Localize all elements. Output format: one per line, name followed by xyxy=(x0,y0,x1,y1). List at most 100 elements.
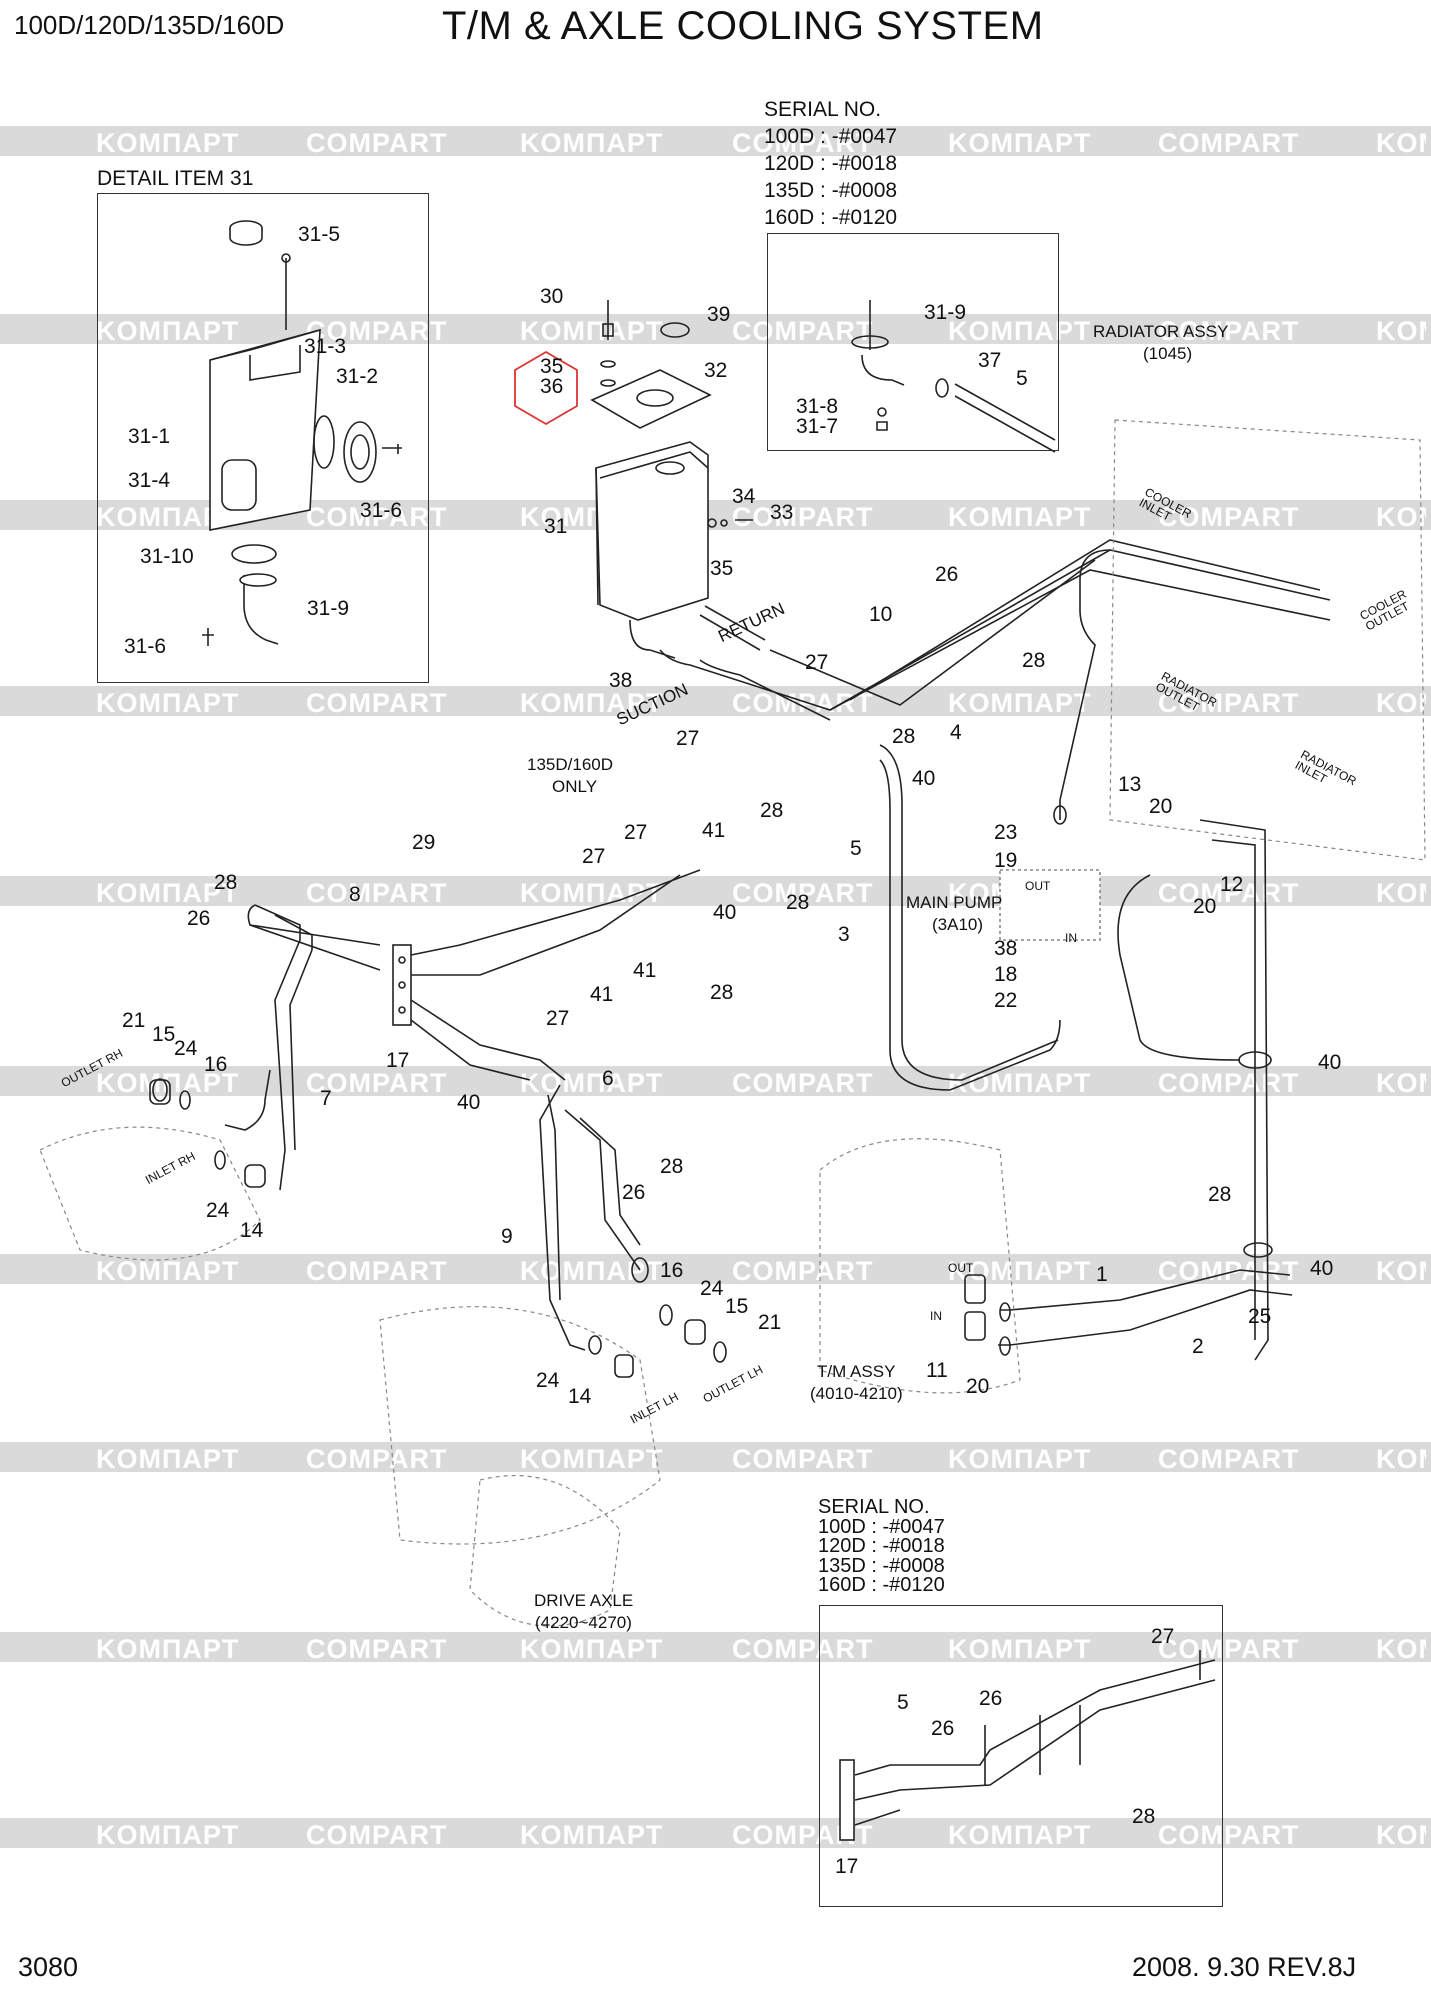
callout: 40 xyxy=(457,1091,481,1114)
watermark-text: COMPART xyxy=(732,1444,874,1474)
watermark-text: KOMПAPT xyxy=(96,1820,240,1850)
callout: 28 xyxy=(892,725,916,748)
callout: 40 xyxy=(1318,1051,1342,1074)
tm-out-label: OUT xyxy=(948,1261,974,1275)
callout: 8 xyxy=(349,883,361,906)
watermark-text: KOMПAPT xyxy=(948,688,1092,718)
watermark-text: KOMПAPT xyxy=(948,1256,1092,1286)
watermark-text: COMPART xyxy=(1158,1256,1300,1286)
watermark-text: KOMПAPT xyxy=(1376,1070,1426,1097)
watermark-text: COMPART xyxy=(1158,1068,1300,1098)
callout: 24 xyxy=(700,1277,724,1300)
tm-in-label: IN xyxy=(930,1309,942,1323)
watermark-text: COMPART xyxy=(732,1634,874,1664)
callout: 41 xyxy=(633,959,657,982)
model-list: 100D/120D/135D/160D xyxy=(14,10,285,40)
watermark-text: COMPART xyxy=(306,316,448,346)
callout: 27 xyxy=(676,727,700,750)
callout: 27 xyxy=(546,1007,570,1030)
gasket-31-3 xyxy=(313,415,335,469)
oring-31-10 xyxy=(231,544,277,564)
callout-31-6b: 31-6 xyxy=(124,635,167,658)
callout: 21 xyxy=(758,1311,782,1334)
callout: 9 xyxy=(501,1225,513,1248)
pump-in-label: IN xyxy=(1065,931,1077,945)
watermark-text: COMPART xyxy=(732,128,874,158)
callout-31-5: 31-5 xyxy=(298,223,341,246)
watermark-text: KOMПAPT xyxy=(96,1444,240,1474)
callout: 14 xyxy=(568,1385,592,1408)
callout: 21 xyxy=(122,1009,146,1032)
callout: 16 xyxy=(660,1259,684,1282)
callout: 19 xyxy=(994,849,1018,872)
cap-39 xyxy=(660,322,690,338)
watermark-band xyxy=(0,126,1431,156)
watermark-text: COMPART xyxy=(306,1634,448,1664)
plate-32 xyxy=(590,369,712,429)
serial-top-line: 100D : -#0047 xyxy=(764,125,898,148)
callout: 27 xyxy=(805,651,829,674)
watermark-band xyxy=(0,1254,1431,1284)
watermark-band xyxy=(0,1442,1431,1472)
watermark-text: KOMПAPT xyxy=(948,1634,1092,1664)
watermark-text: COMPART xyxy=(732,688,874,718)
callout-31-4: 31-4 xyxy=(128,469,171,492)
page-number: 3080 xyxy=(18,1952,79,1982)
callout: 35 xyxy=(540,355,564,378)
watermark-text: KOMПAPT xyxy=(1376,1446,1426,1473)
callout: 17 xyxy=(386,1049,410,1072)
callout: 17 xyxy=(835,1855,859,1878)
watermark-text: COMPART xyxy=(1158,1634,1300,1664)
callout: 34 xyxy=(732,485,756,508)
watermark-band xyxy=(0,876,1431,906)
watermark-text: COMPART xyxy=(306,878,448,908)
watermark-text: COMPART xyxy=(306,1068,448,1098)
watermark-text: COMPART xyxy=(306,1256,448,1286)
callout: 28 xyxy=(710,981,734,1004)
watermark-text: COMPART xyxy=(732,316,874,346)
watermark-text: COMPART xyxy=(1158,1444,1300,1474)
watermark-text: COMPART xyxy=(1158,878,1300,908)
radiator-assy-label: RADIATOR ASSY xyxy=(1093,322,1229,341)
watermark-text: KOMПAPT xyxy=(1376,690,1426,717)
callout: 10 xyxy=(869,603,893,626)
callout: 27 xyxy=(582,845,606,868)
watermark-text: KOMПAPT xyxy=(1376,130,1426,157)
elbow-31-9 xyxy=(861,300,905,386)
detail-31-box xyxy=(97,193,429,683)
watermark-text: KOMПAPT xyxy=(948,1820,1092,1850)
serial-top-line: 120D : -#0018 xyxy=(764,152,898,175)
watermark-text: KOMПAPT xyxy=(948,502,1092,532)
watermark-text: COMPART xyxy=(1158,502,1300,532)
tm-assy-code: (4010-4210) xyxy=(810,1384,903,1403)
revision-date: 2008. 9.30 REV.8J xyxy=(1132,1952,1357,1982)
callout: 4 xyxy=(950,721,962,744)
watermark-text: KOMПAPT xyxy=(1376,1822,1426,1849)
callout: 35 xyxy=(710,557,734,580)
callout: 28 xyxy=(214,871,238,894)
callout: 11 xyxy=(926,1359,948,1382)
pump-out-label: OUT xyxy=(1025,879,1051,893)
main-pump-code: (3A10) xyxy=(932,915,984,934)
callout-31-7: 31-7 xyxy=(796,415,839,438)
watermark-text: KOMПAPT xyxy=(948,128,1092,158)
callout: 5 xyxy=(850,837,862,860)
callout: 33 xyxy=(770,501,794,524)
watermark-text: KOMПAPT xyxy=(520,1444,664,1474)
callout: 16 xyxy=(204,1053,228,1076)
watermark-text: KOMПAPT xyxy=(96,316,240,346)
callout: 32 xyxy=(704,359,728,382)
callout: 28 xyxy=(1022,649,1046,672)
serial-bottom-heading: SERIAL NO. xyxy=(818,1496,930,1518)
callout: 26 xyxy=(187,907,211,930)
callout: 39 xyxy=(707,303,731,326)
callout: 38 xyxy=(994,937,1018,960)
watermark-band xyxy=(0,1066,1431,1096)
callout-31-10: 31-10 xyxy=(140,545,194,568)
watermark-text: KOMПAPT xyxy=(948,1444,1092,1474)
callout-31-9: 31-9 xyxy=(307,597,350,620)
callout: 20 xyxy=(1193,895,1217,918)
serial-top-line: 160D : -#0120 xyxy=(764,206,898,229)
callout: 41 xyxy=(702,819,726,842)
